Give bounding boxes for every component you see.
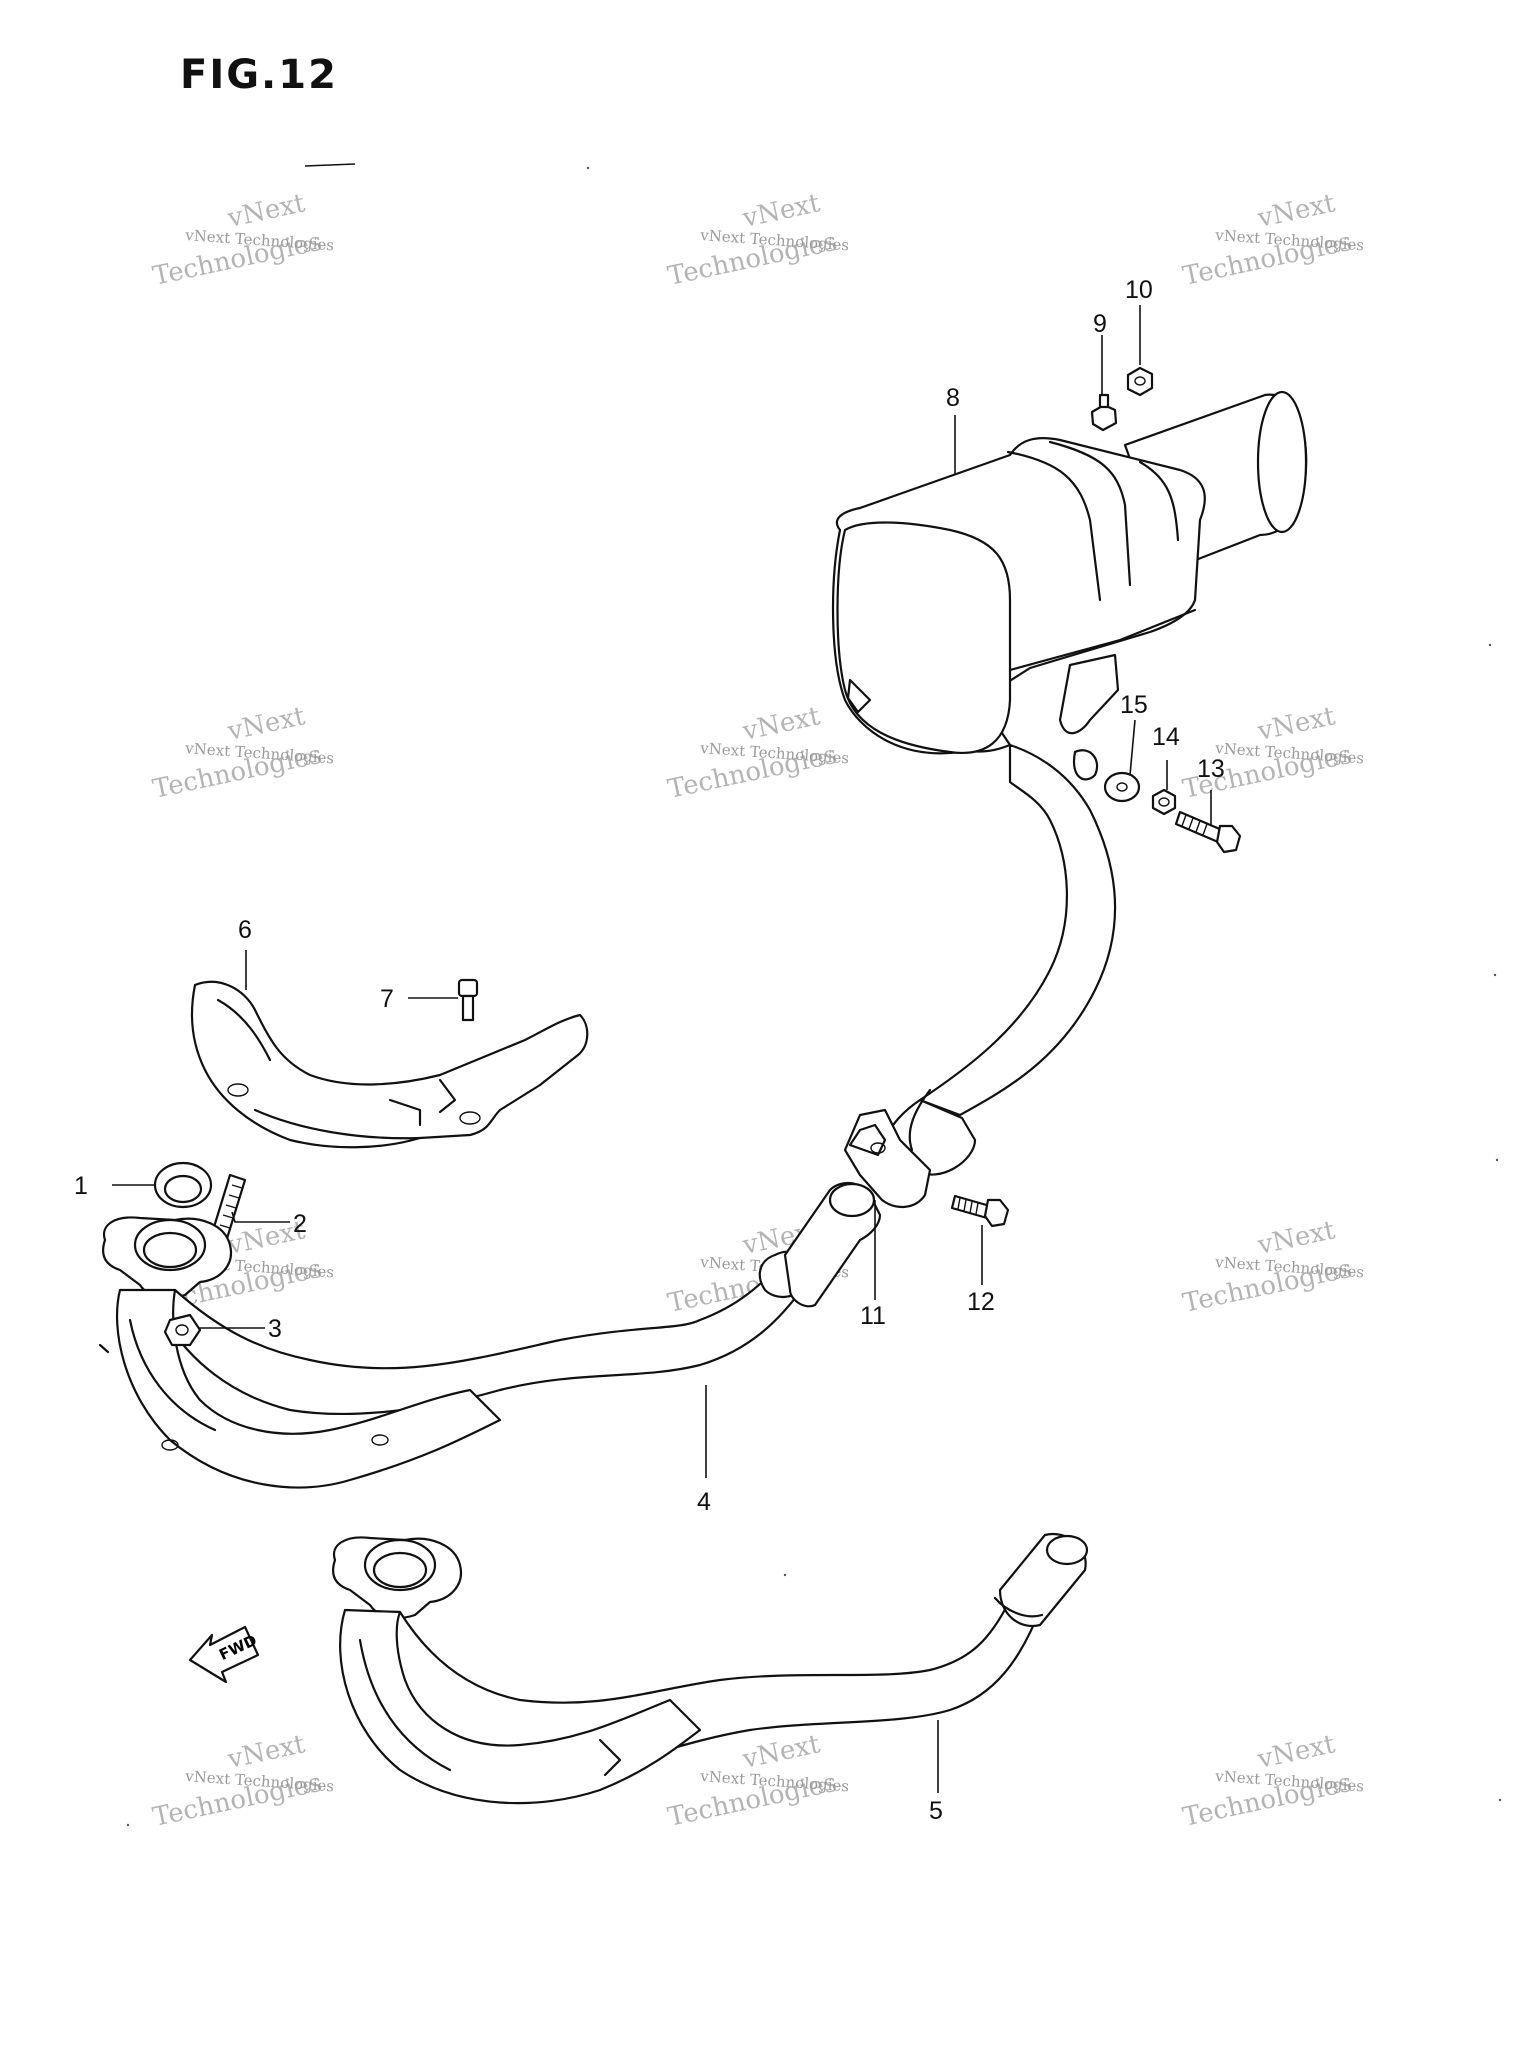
- fwd-arrow: FWD: [188, 1625, 260, 1684]
- callout-4: 4: [697, 1488, 711, 1516]
- flange-nut[interactable]: [163, 1313, 202, 1347]
- connector-pipe[interactable]: [883, 743, 1117, 1176]
- scan-specks: [126, 163, 1502, 1827]
- callout-5: 5: [929, 1797, 943, 1825]
- heat-shield-bolt[interactable]: [457, 978, 479, 1022]
- callout-7: 7: [380, 985, 394, 1013]
- watermark-vnext: vNext: [224, 701, 308, 747]
- exhaust-pipe-2[interactable]: [332, 1532, 1089, 1805]
- watermark-vnext: vNext: [739, 701, 823, 747]
- watermark-vnext: vNext: [739, 188, 823, 234]
- callout-13: 13: [1197, 755, 1225, 783]
- callout-6: 6: [238, 916, 252, 944]
- gasket[interactable]: [153, 1161, 213, 1209]
- exhaust-pipe-1[interactable]: [98, 1216, 807, 1489]
- callout-2: 2: [293, 1210, 307, 1238]
- heat-shield[interactable]: [190, 980, 589, 1149]
- muffler[interactable]: [831, 390, 1308, 781]
- muffler-nut[interactable]: [1126, 366, 1154, 397]
- mount-washer[interactable]: [1103, 771, 1141, 803]
- callout-3: 3: [268, 1315, 282, 1343]
- watermark-vnext: vNext: [739, 1729, 823, 1775]
- mount-nut[interactable]: [1151, 788, 1177, 816]
- mount-bolt[interactable]: [1174, 810, 1242, 854]
- callout-labels: 1 2 3 4 5 6 7 8 9 10 11 12 13 14 15: [74, 276, 1225, 1825]
- watermark-vnext: vNext: [224, 188, 308, 234]
- callout-1: 1: [74, 1172, 88, 1200]
- figure-title: FIG.12: [180, 52, 338, 98]
- callout-10: 10: [1125, 276, 1153, 304]
- clamp-bolt[interactable]: [950, 1194, 1010, 1228]
- leader-lines: [112, 305, 1212, 1793]
- watermark-vnext: vNext: [1254, 1729, 1338, 1775]
- callout-9: 9: [1093, 310, 1107, 338]
- callout-15: 15: [1120, 691, 1148, 719]
- watermark-vnext: vNext: [1254, 701, 1338, 747]
- connector-sleeve[interactable]: [783, 1182, 882, 1308]
- watermark-vnext: vNext: [224, 1729, 308, 1775]
- callout-14: 14: [1152, 723, 1180, 751]
- muffler-bolt[interactable]: [1090, 393, 1118, 432]
- pipe-clamp[interactable]: [843, 1108, 932, 1208]
- callout-12: 12: [967, 1288, 995, 1316]
- callout-11: 11: [860, 1302, 886, 1330]
- callout-8: 8: [946, 384, 960, 412]
- watermark-vnext: vNext: [1254, 188, 1338, 234]
- watermark-vnext: vNext: [1254, 1215, 1338, 1261]
